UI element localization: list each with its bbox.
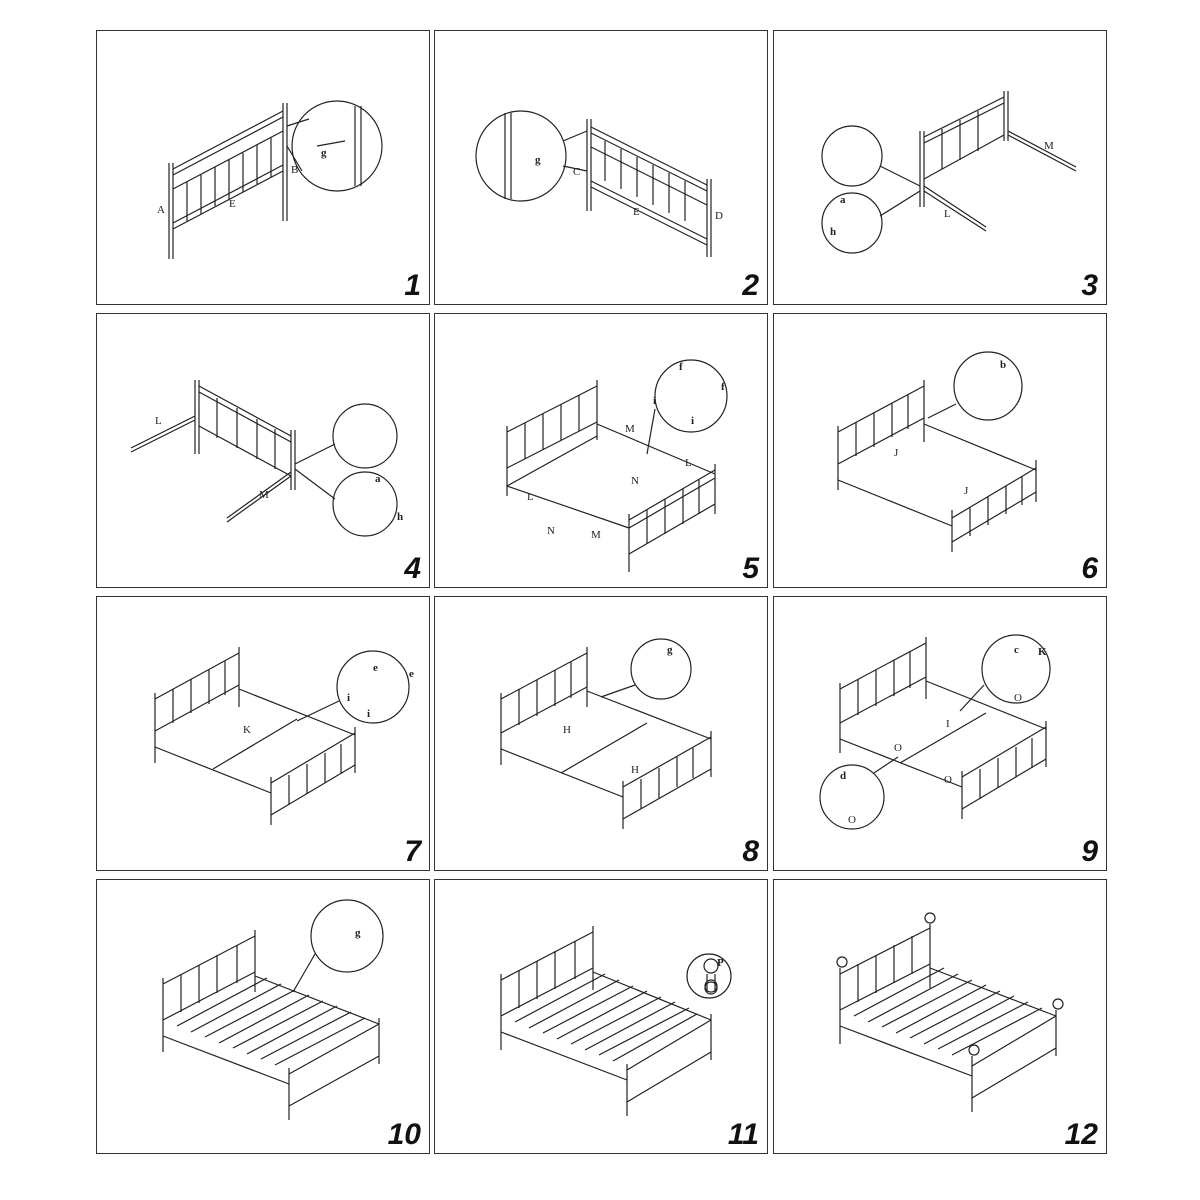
step-5-illustration: M N L L N M f f i i [506, 359, 728, 572]
step-number: 5 [742, 552, 759, 585]
label-g: g [355, 927, 361, 939]
step-7-illustration: K e e i i [154, 647, 414, 825]
step-number: 12 [1064, 1118, 1098, 1151]
label-i: I [946, 718, 950, 730]
step-2-illustration: g C E D [475, 110, 723, 257]
step-number: 2 [742, 269, 759, 302]
label-h-2: H [631, 764, 639, 776]
label-k: K [1038, 646, 1047, 658]
label-j-2: J [964, 485, 969, 497]
step-10-illustration: g [162, 899, 384, 1120]
label-l: L [155, 415, 162, 427]
step-panel-3: M L a h 3 [773, 30, 1107, 305]
step-1-illustration: g A E B [157, 100, 383, 259]
step-panel-12: 12 [773, 879, 1107, 1154]
label-o-2: O [944, 774, 952, 786]
step-number: 1 [404, 269, 421, 302]
label-m-bottom: M [591, 529, 601, 541]
label-a: a [840, 194, 846, 206]
step-panel-2: g C E D 2 [434, 30, 768, 305]
step-panel-5: M N L L N M f f i i 5 [434, 313, 768, 588]
label-h: h [830, 226, 836, 238]
label-m: M [1044, 140, 1054, 152]
label-l-left: L [527, 491, 534, 503]
step-3-illustration: M L a h [821, 91, 1077, 254]
label-f-2: f [721, 381, 725, 393]
label-n-top: N [631, 475, 639, 487]
step-panel-9: c K I O O O d O 9 [773, 596, 1107, 871]
step-11-illustration: P [500, 926, 732, 1116]
label-i-2: i [367, 708, 370, 720]
step-number: 8 [742, 835, 759, 868]
label-d: d [840, 770, 846, 782]
step-number: 11 [727, 1118, 759, 1151]
step-panel-7: K e e i i 7 [96, 596, 430, 871]
label-a: a [375, 473, 381, 485]
step-panel-8: H H g 8 [434, 596, 768, 871]
label-i-1: i [653, 395, 656, 407]
step-panel-11: P 11 [434, 879, 768, 1154]
label-g: g [321, 147, 327, 159]
label-e-2: e [409, 668, 414, 680]
label-e: E [633, 206, 640, 218]
label-j-1: J [894, 447, 899, 459]
step-number: 6 [1081, 552, 1098, 585]
label-l: L [944, 208, 951, 220]
label-c: c [1014, 644, 1019, 656]
label-b: b [1000, 359, 1006, 371]
label-m: M [259, 489, 269, 501]
label-b: B [291, 164, 298, 176]
label-e-1: e [373, 662, 378, 674]
step-4-illustration: L M a h [130, 380, 403, 537]
step-8-illustration: H H g [500, 638, 712, 829]
step-number: 10 [387, 1118, 421, 1151]
label-a: A [157, 204, 165, 216]
step-12-illustration [836, 912, 1064, 1112]
label-l-right: L [685, 457, 692, 469]
label-p: P [717, 957, 724, 969]
label-h: h [397, 511, 403, 523]
step-panel-1: g A E B 1 [96, 30, 430, 305]
label-i-1: i [347, 692, 350, 704]
label-c: C [573, 166, 580, 178]
step-panel-4: L M a h 4 [96, 313, 430, 588]
label-e: E [229, 198, 236, 210]
step-number: 9 [1081, 835, 1098, 868]
step-panel-10: g 10 [96, 879, 430, 1154]
label-d: D [715, 210, 723, 222]
label-i-2: i [691, 415, 694, 427]
step-number: 3 [1081, 269, 1098, 302]
label-o-3: O [1014, 692, 1022, 704]
label-f-1: f [679, 361, 683, 373]
step-number: 7 [404, 835, 421, 868]
label-o-4: O [848, 814, 856, 826]
label-g: g [667, 644, 673, 656]
step-panel-6: J J b 6 [773, 313, 1107, 588]
step-6-illustration: J J b [837, 351, 1037, 552]
label-n-bottom: N [547, 525, 555, 537]
label-m-top: M [625, 423, 635, 435]
label-h-1: H [563, 724, 571, 736]
label-g: g [535, 154, 541, 166]
step-number: 4 [404, 552, 421, 585]
step-9-illustration: c K I O O O d O [819, 634, 1051, 830]
label-k: K [243, 724, 251, 736]
label-o-1: O [894, 742, 902, 754]
